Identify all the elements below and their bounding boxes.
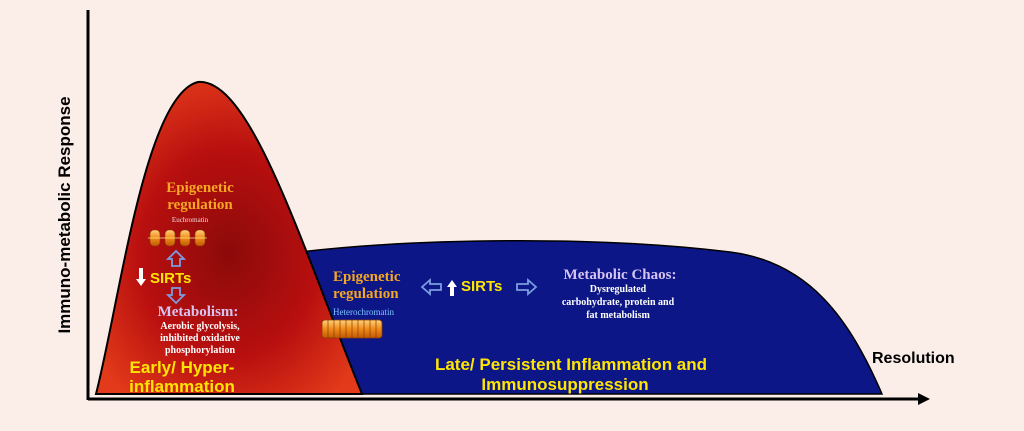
late-phase-title-line1: Late/ Persistent Inflammation and — [435, 355, 707, 374]
metabolism-heading: Metabolism: — [158, 304, 239, 320]
heterochromatin-label: Heterochromatin — [333, 307, 394, 317]
late-left-arrow-icon — [420, 278, 442, 296]
metabolic-chaos-line3: fat metabolism — [586, 310, 650, 321]
early-down-arrow-icon — [165, 287, 187, 305]
early-phase-title-line2: inflammation — [129, 377, 235, 396]
metabolism-line1: Aerobic glycolysis, — [160, 321, 240, 332]
late-phase-title-line2: Immunosuppression — [481, 375, 648, 394]
heterochromatin-icon — [321, 319, 383, 339]
euchromatin-label: Euchromatin — [172, 216, 209, 224]
y-axis-label: Immuno-metabolic Response — [55, 96, 74, 333]
late-right-arrow-icon — [516, 278, 538, 296]
sirts-down-arrow-icon — [136, 268, 146, 286]
early-epigenetic-line1: Epigenetic — [166, 180, 234, 196]
late-epigenetic-line1: Epigenetic — [333, 269, 401, 285]
sirts-up-arrow-icon — [447, 280, 457, 296]
early-sirts-label: SIRTs — [150, 270, 191, 287]
early-phase-title-line1: Early/ Hyper- — [130, 358, 235, 377]
metabolism-line3: phosphorylation — [165, 345, 235, 356]
metabolic-chaos-line2: carbohydrate, protein and — [562, 297, 675, 308]
metabolism-line2: inhibited oxidative — [160, 333, 240, 344]
late-phase-region — [299, 239, 884, 395]
early-up-arrow-icon — [165, 249, 187, 267]
metabolic-chaos-heading: Metabolic Chaos: — [564, 267, 677, 283]
resolution-label: Resolution — [872, 350, 955, 367]
late-sirts-label: SIRTs — [461, 278, 502, 295]
euchromatin-icon — [148, 229, 207, 247]
metabolic-chaos-line1: Dysregulated — [590, 284, 647, 295]
early-phase-region — [94, 80, 364, 395]
early-epigenetic-line2: regulation — [167, 197, 233, 213]
late-epigenetic-line2: regulation — [333, 286, 399, 302]
